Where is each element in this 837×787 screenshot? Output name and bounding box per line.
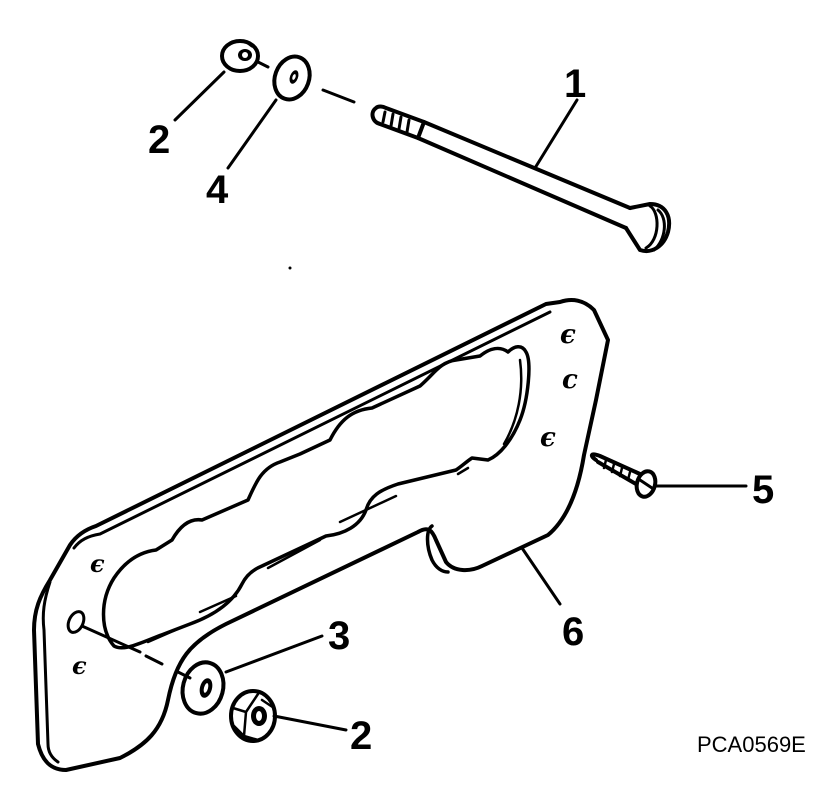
callout-3: 3 [328,614,351,658]
callout-6: 6 [562,610,585,654]
leader-line-3 [224,634,324,674]
leader-line-1 [533,98,579,170]
alignment-line-lower [80,624,192,680]
washer-upper [256,54,312,102]
leader-line-2-upper [173,70,226,122]
callout-1: 1 [564,62,587,106]
svg-text:c: c [562,365,578,395]
svg-text:є: є [540,423,556,453]
bracket-plate: є c є є є [32,298,610,772]
callout-4: 4 [206,168,229,212]
hex-nut-upper [220,39,260,73]
callout-5: 5 [752,468,775,512]
svg-text:є: є [560,320,576,350]
hex-nut-lower [229,689,277,743]
callout-2-upper: 2 [148,118,171,162]
stray-dot [288,266,292,270]
screw [589,452,658,499]
leader-line-2-lower [272,714,348,732]
svg-text:є: є [72,651,87,680]
callout-2-lower: 2 [350,714,373,758]
alignment-line-upper [321,88,356,104]
bolt [370,104,671,253]
leader-line-6 [520,546,562,606]
washer-lower [180,660,226,716]
leader-line-4 [226,98,278,170]
figure-code: PCA0569E [697,732,806,757]
svg-text:є: є [90,549,105,578]
